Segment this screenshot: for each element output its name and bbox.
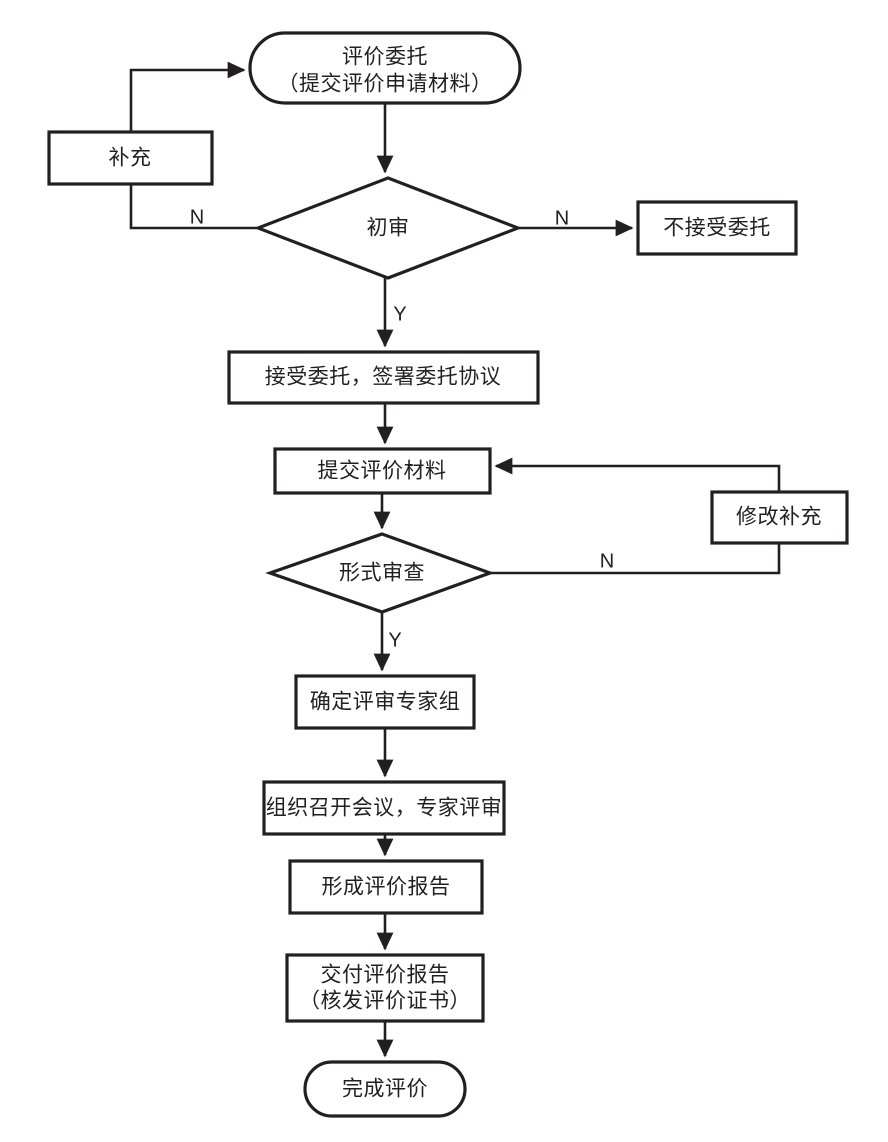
edge-formal-no xyxy=(490,543,781,575)
node-supplement[interactable]: 补充 xyxy=(47,130,214,186)
node-finish[interactable]: 完成评价 xyxy=(303,1060,467,1118)
edge-preliminary-no-left xyxy=(129,184,258,230)
node-modify-supplement[interactable]: 修改补充 xyxy=(710,490,849,545)
node-start-label-line2: （提交评价申请材料） xyxy=(278,73,493,96)
node-modify-supplement-label: 修改补充 xyxy=(736,506,822,529)
edge-label-formal-no: N xyxy=(600,550,614,572)
node-form-report-label: 形成评价报告 xyxy=(322,876,451,899)
node-reject[interactable]: 不接受委托 xyxy=(636,200,798,256)
node-form-report[interactable]: 形成评价报告 xyxy=(288,859,484,915)
node-supplement-label: 补充 xyxy=(109,147,152,170)
node-formal-review[interactable]: 形式审查 xyxy=(265,532,495,614)
node-expert-group-label: 确定评审专家组 xyxy=(310,691,461,714)
node-preliminary-review[interactable]: 初审 xyxy=(253,176,523,280)
node-reject-label: 不接受委托 xyxy=(663,217,771,240)
edge-label-preliminary-no-left: N xyxy=(190,206,204,228)
node-finish-label: 完成评价 xyxy=(342,1078,428,1101)
node-start[interactable]: 评价委托 （提交评价申请材料） xyxy=(248,31,522,105)
edge-supplement-to-start xyxy=(129,61,246,132)
node-preliminary-review-label: 初审 xyxy=(367,217,410,240)
node-deliver-report-label-line1: 交付评价报告 xyxy=(321,964,450,987)
node-start-label-line1: 评价委托 xyxy=(342,46,428,69)
node-meeting-review[interactable]: 组织召开会议，专家评审 xyxy=(262,780,506,836)
node-deliver-report-label-line2: （核发评价证书） xyxy=(299,990,471,1013)
node-deliver-report[interactable]: 交付评价报告 （核发评价证书） xyxy=(285,953,485,1023)
node-formal-review-label: 形式审查 xyxy=(339,562,425,585)
node-submit-materials-label: 提交评价材料 xyxy=(318,460,447,483)
edge-label-preliminary-yes: Y xyxy=(393,303,406,325)
node-accept-sign-label: 接受委托，签署委托协议 xyxy=(265,366,502,389)
node-expert-group[interactable]: 确定评审专家组 xyxy=(294,674,476,730)
node-meeting-review-label: 组织召开会议，专家评审 xyxy=(266,797,503,820)
node-submit-materials[interactable]: 提交评价材料 xyxy=(273,447,492,495)
edge-label-preliminary-no-right: N xyxy=(555,207,569,229)
edge-modify-to-submit xyxy=(494,457,781,492)
edge-label-formal-yes: Y xyxy=(388,629,401,651)
node-accept-sign[interactable]: 接受委托，签署委托协议 xyxy=(227,350,540,405)
